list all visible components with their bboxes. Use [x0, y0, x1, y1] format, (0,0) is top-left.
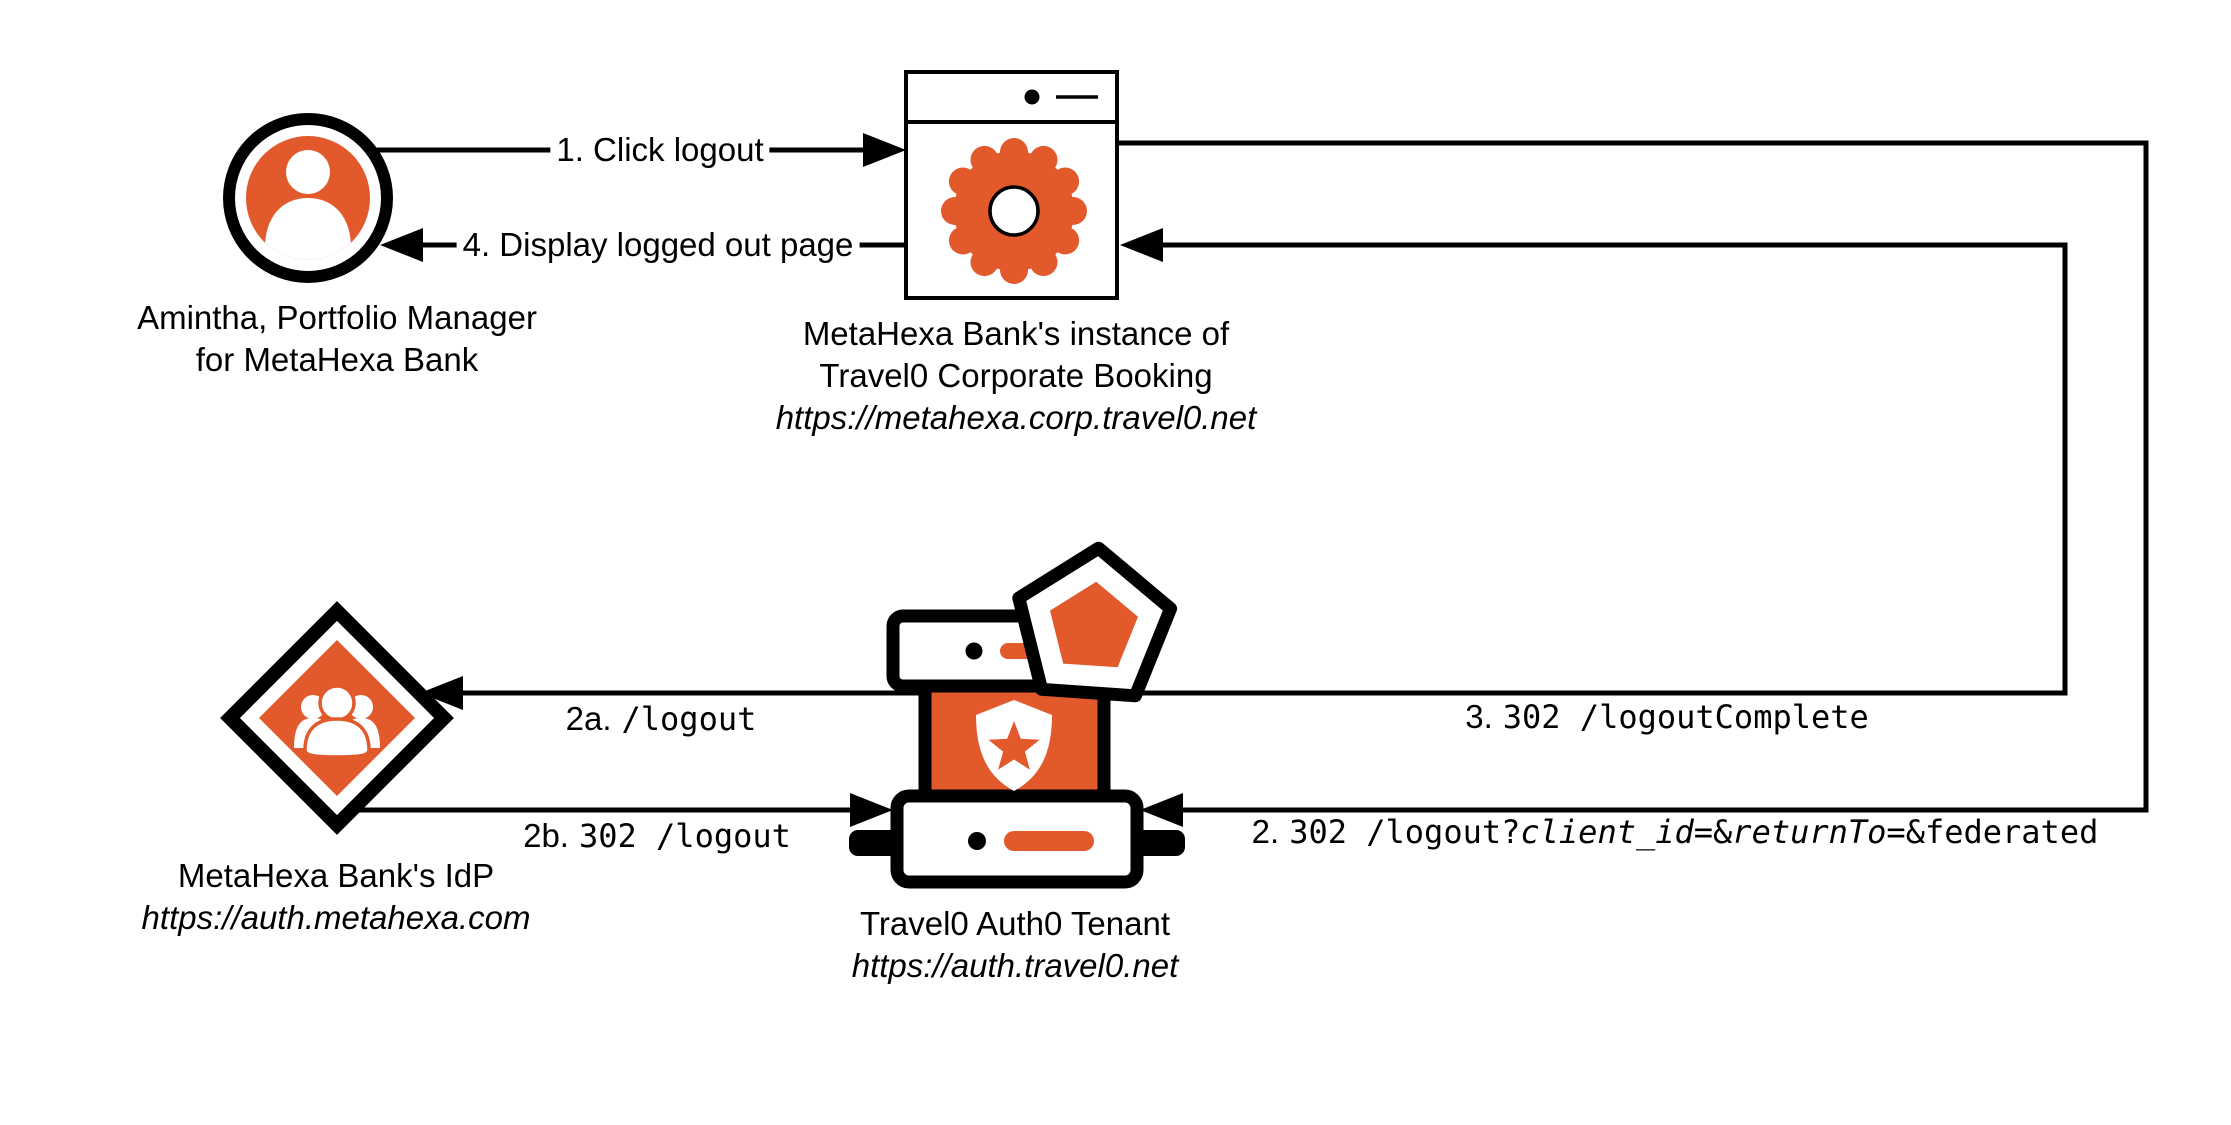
- flow-step4-label: 4. Display logged out page: [456, 225, 860, 265]
- idp-url: https://auth.metahexa.com: [141, 899, 531, 936]
- server-stack-pentagon-shield-icon: [849, 541, 1185, 889]
- flow-step2-arrow: [1117, 140, 2149, 827]
- flow-step2-label: 2.302 /logout?client_id=&returnTo=&feder…: [1251, 813, 2099, 851]
- auth0-tenant-caption: Travel0 Auth0 Tenant https://auth.travel…: [852, 903, 1179, 987]
- pentagon-badge-icon: [1012, 541, 1178, 703]
- idp-caption: MetaHexa Bank's IdP https://auth.metahex…: [142, 855, 531, 939]
- app-url: https://metahexa.corp.travel0.net: [775, 399, 1257, 436]
- flow-step3-label: 3.302 /logoutComplete: [1465, 698, 1869, 736]
- auth0-shield-icon: [976, 700, 1052, 791]
- auth0-tenant-url: https://auth.travel0.net: [851, 947, 1179, 984]
- flow-step1-label: 1. Click logout: [550, 130, 770, 170]
- browser-dot-icon: [1024, 89, 1040, 105]
- flow-step2a-label: 2a./logout: [565, 700, 757, 738]
- user-caption: Amintha, Portfolio Manager for MetaHexa …: [137, 299, 537, 378]
- flow-step2b-label: 2b.302 /logout: [523, 817, 791, 855]
- app-caption: MetaHexa Bank's instance of Travel0 Corp…: [776, 313, 1257, 439]
- flow-step2b-arrow: [355, 793, 893, 827]
- user-group-glyph: [294, 684, 380, 759]
- browser-window-gear-icon: [904, 70, 1119, 300]
- flow-step2a-arrow: [420, 676, 925, 710]
- diamond-user-group-icon: [220, 601, 454, 835]
- flow-step3-arrow: [1104, 228, 2068, 696]
- person-avatar-icon: [223, 113, 393, 283]
